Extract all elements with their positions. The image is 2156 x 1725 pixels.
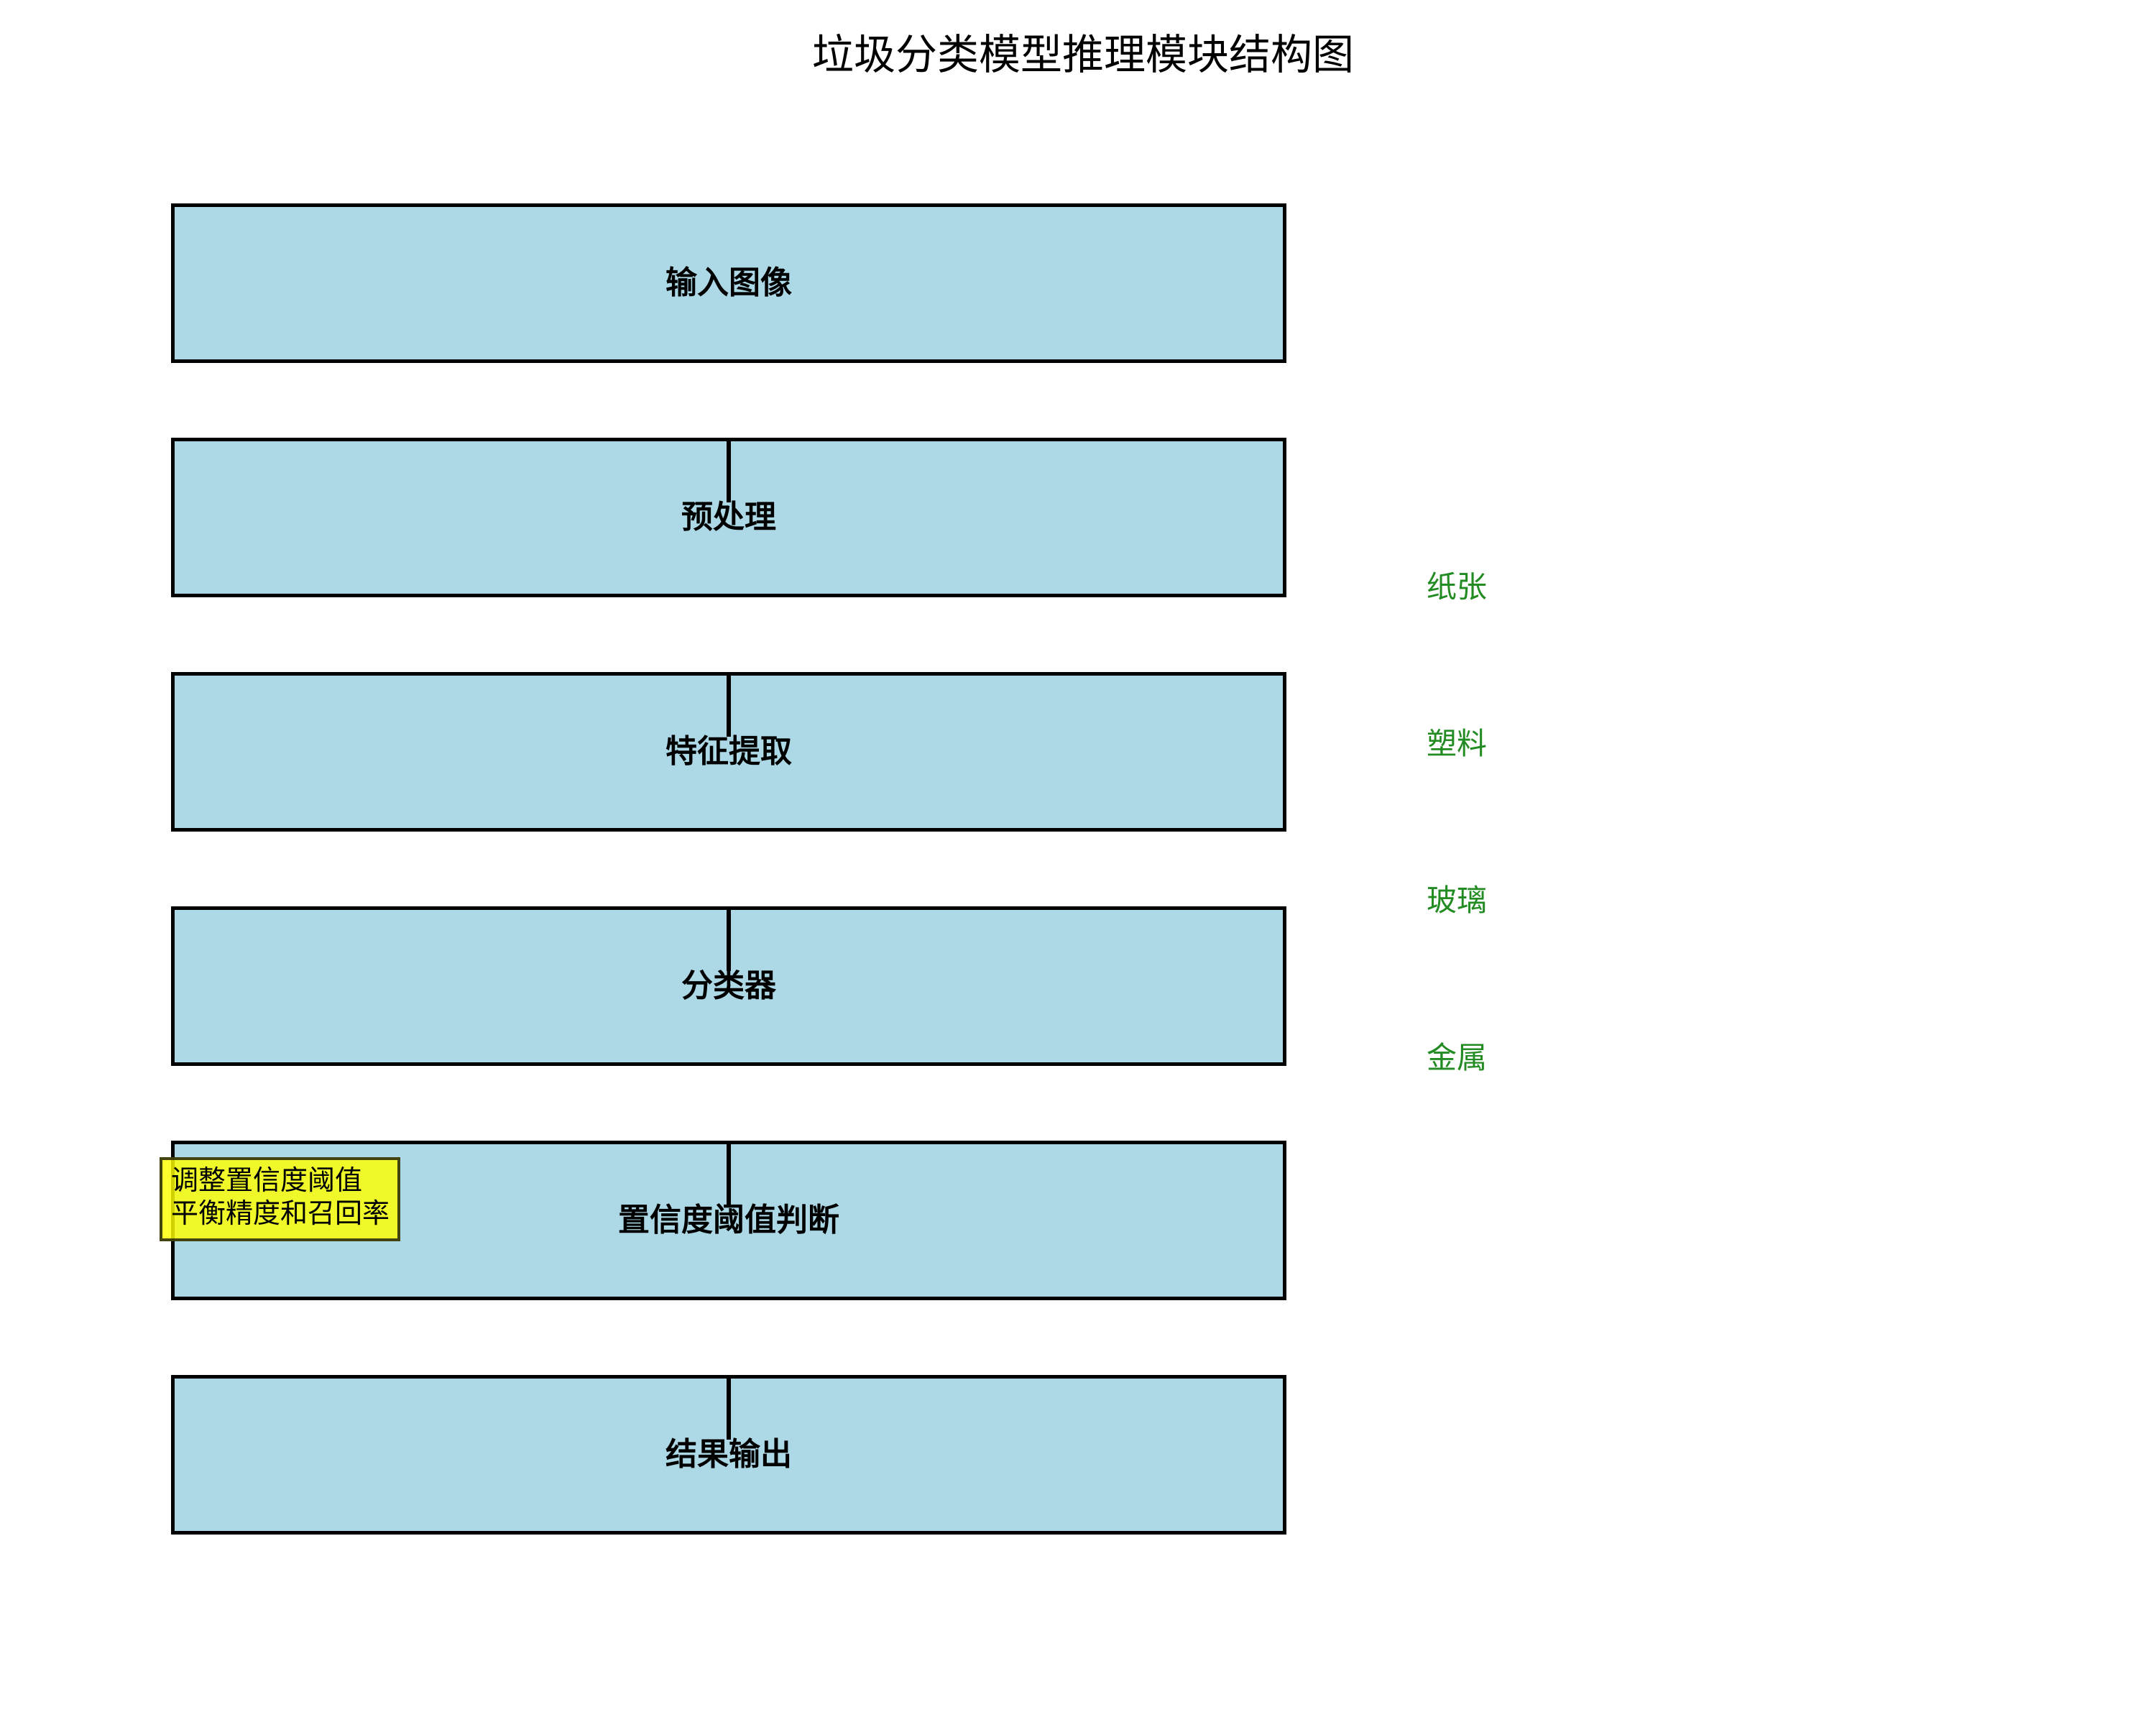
flow-node-label: 预处理 — [681, 500, 776, 535]
connector-line — [727, 441, 731, 502]
connector-line — [727, 1144, 731, 1205]
flow-node-feature-extraction: 特征提取 — [171, 672, 1286, 832]
flow-node-result-output: 结果输出 — [171, 1375, 1286, 1535]
flow-node-label: 分类器 — [681, 968, 776, 1003]
category-label-metal: 金属 — [1427, 1041, 1488, 1075]
flow-node-label: 特征提取 — [665, 734, 792, 769]
flow-node-label: 置信度阈值判断 — [618, 1202, 839, 1238]
category-label-paper: 纸张 — [1427, 570, 1488, 604]
annotation-note: 调整置信度阈值 平衡精度和召回率 — [160, 1157, 400, 1241]
annotation-note-line: 平衡精度和召回率 — [171, 1199, 390, 1229]
flow-node-label: 输入图像 — [665, 265, 792, 300]
category-label-glass: 玻璃 — [1427, 883, 1488, 917]
flow-node-input-image: 输入图像 — [171, 203, 1286, 363]
flow-node-preprocess: 预处理 — [171, 438, 1286, 597]
connector-line — [727, 676, 731, 737]
connector-line — [727, 1379, 731, 1440]
annotation-note-line: 调整置信度阈值 — [171, 1166, 363, 1196]
category-label-plastic: 塑料 — [1427, 727, 1488, 760]
flow-node-label: 结果输出 — [665, 1437, 792, 1472]
diagram-title: 垃圾分类模型推理模块结构图 — [811, 32, 1355, 78]
connector-line — [727, 910, 731, 971]
flow-node-classifier: 分类器 — [171, 906, 1286, 1066]
